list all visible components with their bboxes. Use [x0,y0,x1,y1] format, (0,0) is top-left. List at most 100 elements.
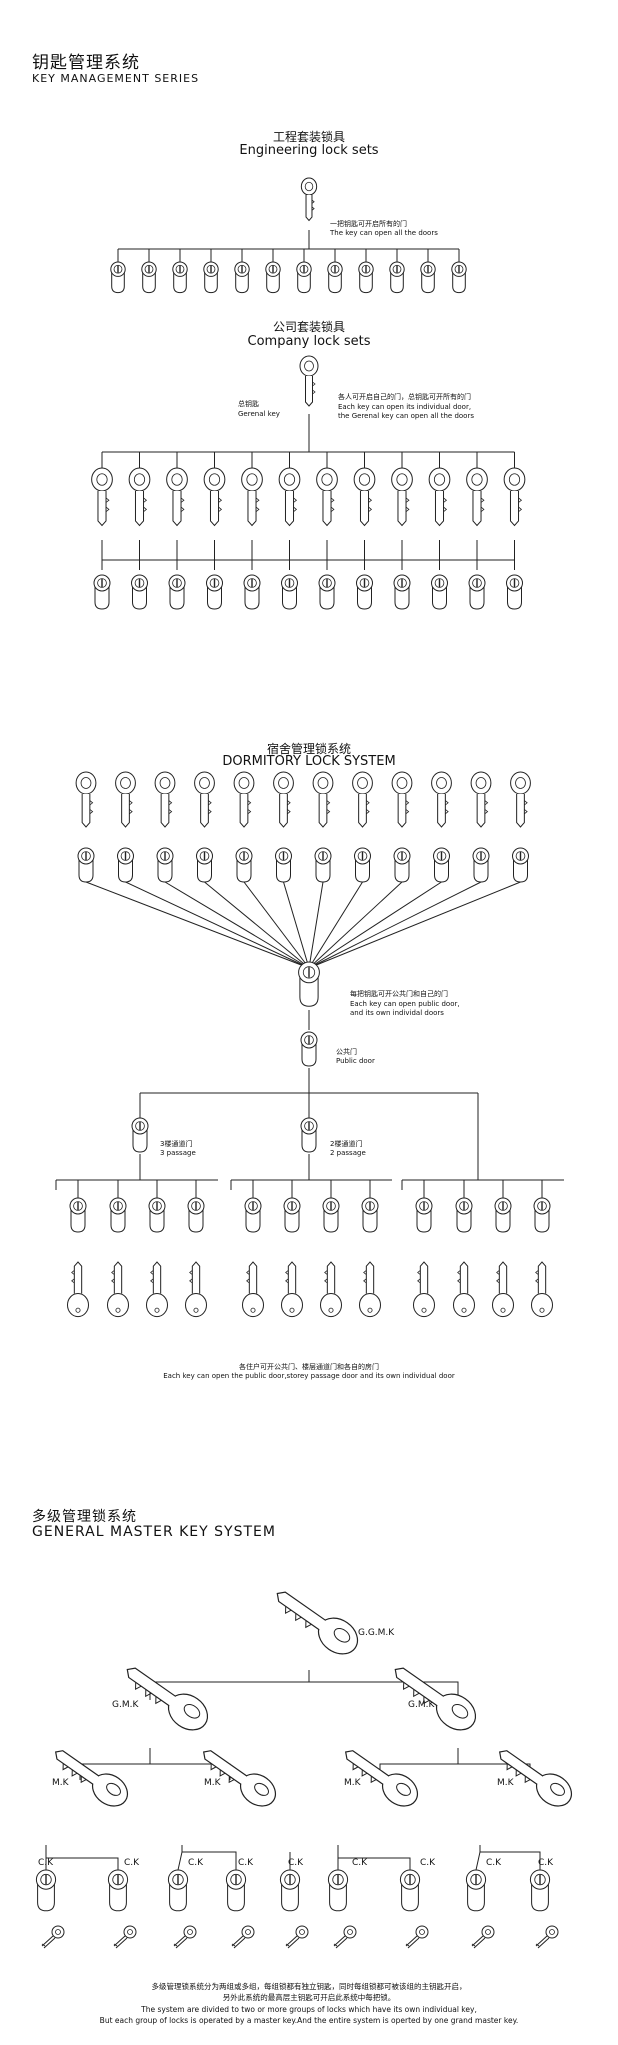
engineering-lock-9 [358,261,374,294]
passage3-lock [131,1117,149,1153]
dorm-link [308,881,521,969]
mk-key-4 [498,1750,573,1807]
general-title-zh: 多级管理锁系统 [32,1509,137,1525]
engineering-lock-2 [141,261,157,294]
ck-lock-7 [399,1869,421,1912]
ck-label-8: C.K [486,1858,502,1868]
dorm-link [164,881,310,969]
ck-key-7 [405,1925,429,1949]
company-key-7 [316,467,338,527]
dorm-room-lock-9 [415,1197,433,1233]
dorm-room-key-7 [320,1261,342,1318]
ck-key-9 [535,1925,559,1949]
dorm-room-lock-12 [533,1197,551,1233]
dormitory-foot-en: Each key can open the public door,storey… [163,1372,455,1380]
ck-key-6 [333,1925,357,1949]
engineering-lock-5 [234,261,250,294]
company-key-5 [241,467,263,527]
mk-label-2: M.K [204,1778,221,1788]
engineering-lock-8 [327,261,343,294]
dorm-lock-10 [433,847,450,883]
dorm-center-lock [298,961,320,1007]
gmk-key-right [394,1667,477,1731]
ck-lock-3 [167,1869,189,1912]
dorm-link [125,881,310,969]
company-lock-3 [168,574,186,610]
dorm-link [308,881,442,969]
ck-lock-8 [465,1869,487,1912]
company-general-key [299,355,319,407]
dormitory-foot-zh: 各住户可开公共门、楼层通道门和各自的房门 [239,1363,379,1371]
engineering-lock-4 [203,261,219,294]
general-foot-zh2: 另外此系统的最高层主钥匙可开启此系统中每把锁。 [222,1993,396,2002]
dorm-lock-5 [235,847,253,883]
ck-connector-1 [45,1845,119,1870]
dorm-room-lock-3 [148,1197,166,1233]
engineering-master-key [300,177,318,222]
dorm-lock-9 [393,847,411,883]
dorm-link [308,881,403,969]
dorm-room-lock-8 [361,1197,379,1233]
gmk-label-right: G.M.K [408,1700,435,1710]
dorm-room-key-2 [107,1261,129,1318]
dorm-link [204,881,310,969]
dormitory-center-en2: and its own individal doors [350,1009,444,1017]
ck-key-4 [231,1925,255,1949]
ck-lock-5 [279,1869,301,1912]
ck-lock-2 [107,1869,129,1912]
public-door-lock [300,1031,318,1067]
engineering-lock-10 [389,261,405,294]
dorm-key-4 [194,771,215,828]
passage3-zh: 3楼通道门 [160,1140,193,1148]
company-lock-12 [506,574,523,610]
company-lock-8 [356,574,373,610]
dorm-key-9 [391,771,413,828]
dorm-room-lock-6 [283,1197,301,1233]
dorm-room-key-9 [413,1261,435,1318]
dorm-room-key-12 [531,1261,553,1318]
engineering-lock-3 [172,261,188,294]
company-master-zh: 总钥匙 [238,400,259,408]
company-lock-10 [431,574,448,610]
ck-key-1 [41,1925,65,1949]
company-title-en: Company lock sets [247,334,371,349]
dorm-room-lock-4 [187,1197,205,1233]
mk-key-3 [344,1750,419,1807]
passage2-en: 2 passage [330,1149,366,1157]
company-lock-4 [206,574,223,610]
ck-label-7: C.K [420,1858,436,1868]
dorm-key-8 [352,771,373,828]
dorm-room-key-5 [242,1261,264,1318]
ck-key-2 [113,1925,137,1949]
dorm-key-2 [115,771,136,828]
general-foot-zh1: 多级管理锁系统分为两组或多组，每组锁都有独立钥匙，同时每组锁都可被该组的主钥匙开… [151,1982,467,1991]
passage3-en: 3 passage [160,1149,196,1157]
ck-lock-4 [225,1869,247,1912]
dormitory-center-en1: Each key can open public door, [350,1000,460,1008]
ck-lock-6 [327,1869,349,1912]
dorm-room-lock-5 [244,1197,262,1233]
ck-lock-9 [529,1869,551,1912]
engineering-lock-1 [110,261,126,294]
engineering-title-en: Engineering lock sets [239,143,379,158]
page-title-en: KEY MANAGEMENT SERIES [32,72,200,85]
engineering-lock-6 [265,261,281,294]
dorm-key-6 [273,771,294,828]
page-title-zh: 钥匙管理系统 [32,53,140,73]
mk-label-1: M.K [52,1778,69,1788]
company-title-zh: 公司套装锁具 [272,320,345,334]
company-key-6 [278,467,301,527]
ck-connector-3 [337,1845,411,1870]
ggmk-label: G.G.M.K [358,1628,395,1638]
dorm-key-1 [75,771,97,828]
dorm-lock-4 [196,847,213,883]
company-lock-11 [468,574,486,610]
company-lock-6 [281,574,298,610]
ggmk-key [276,1591,359,1655]
dorm-lock-2 [117,847,134,883]
company-key-10 [428,467,451,527]
passage2-zh: 2楼通道门 [330,1140,363,1148]
dorm-room-lock-1 [69,1197,87,1233]
public-door-zh: 公共门 [336,1048,357,1056]
